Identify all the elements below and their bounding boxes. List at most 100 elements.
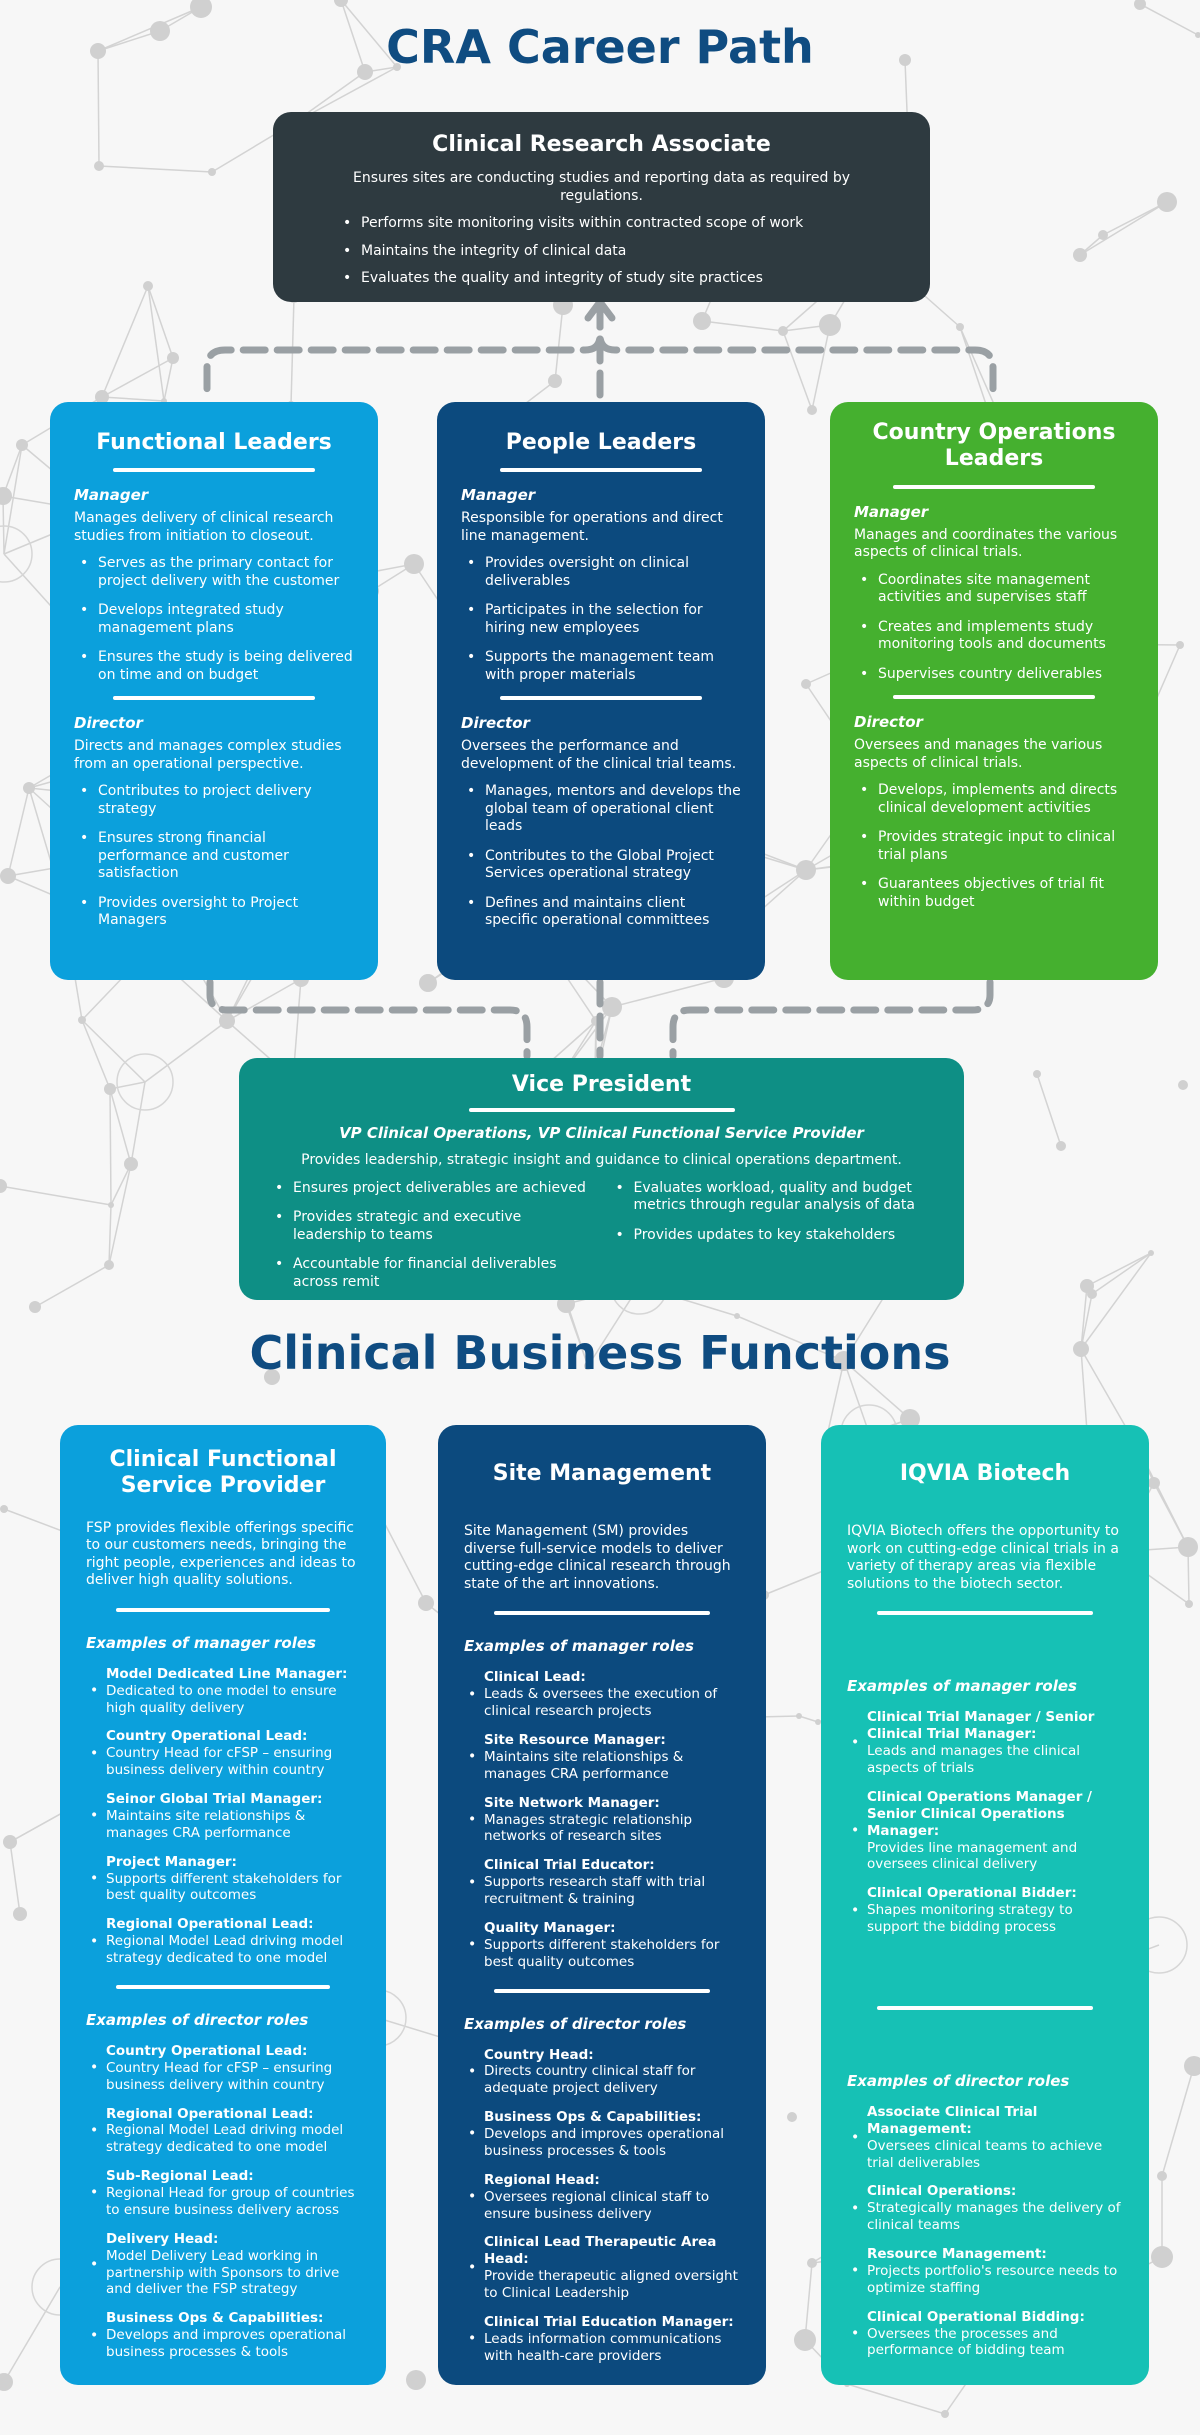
- role-title: Clinical Operations Manager / Senior Cli…: [867, 1788, 1092, 1839]
- role-desc: Leads and manages the clinical aspects o…: [867, 1743, 1081, 1777]
- role-title: Quality Manager:: [484, 1919, 616, 1936]
- list-item: Contributes to project delivery strategy: [80, 783, 354, 818]
- list-item: Develops integrated study management pla…: [80, 602, 354, 637]
- list-item: Defines and maintains client specific op…: [467, 895, 741, 930]
- director-bullet-list: Manages, mentors and develops the global…: [461, 783, 741, 930]
- manager-label: Manager: [74, 486, 149, 505]
- role-desc: Regional Model Lead driving model strate…: [106, 1933, 344, 1967]
- vice-president-card: Vice President VP Clinical Operations, V…: [239, 1058, 964, 1300]
- people-leaders-title: People Leaders: [505, 430, 697, 455]
- list-item: Provides updates to key stakeholders: [616, 1227, 935, 1245]
- manager-label: Manager: [461, 486, 536, 505]
- role-desc: Oversees the processes and performance o…: [867, 2325, 1065, 2359]
- list-item: Associate Clinical Trial Management:Over…: [867, 2104, 1123, 2172]
- list-item: Contributes to the Global Project Servic…: [467, 848, 741, 883]
- list-item: Clinical Operations Manager / Senior Cli…: [867, 1789, 1123, 1873]
- list-item: Seinor Global Trial Manager:Maintains si…: [106, 1791, 360, 1842]
- country-operations-leaders-card: Country Operations Leaders Manager Manag…: [830, 402, 1158, 980]
- divider: [494, 1611, 710, 1616]
- divider: [893, 695, 1095, 700]
- manager-description: Responsible for operations and direct li…: [461, 510, 723, 544]
- cfsp-card: Clinical Functional Service Provider FSP…: [60, 1425, 386, 2385]
- role-title: Country Head:: [484, 2046, 594, 2063]
- list-item: Delivery Head:Model Delivery Lead workin…: [106, 2231, 360, 2299]
- list-item: Country Head:Directs country clinical st…: [484, 2047, 740, 2098]
- role-desc: Model Delivery Lead working in partnersh…: [106, 2247, 340, 2298]
- role-desc: Manages strategic relationship networks …: [484, 1811, 693, 1845]
- vice-president-bullet-columns: Ensures project deliverables are achieve…: [269, 1180, 934, 1304]
- director-roles-label: Examples of director roles: [86, 2010, 309, 2029]
- list-item: Regional Head:Oversees regional clinical…: [484, 2172, 740, 2223]
- list-item: Provides strategic input to clinical tri…: [860, 829, 1134, 864]
- list-item: Quality Manager:Supports different stake…: [484, 1920, 740, 1971]
- manager-roles-list: Model Dedicated Line Manager:Dedicated t…: [86, 1666, 360, 1967]
- role-title: Regional Operational Lead:: [106, 1916, 314, 1933]
- people-leaders-card: People Leaders Manager Responsible for o…: [437, 402, 765, 980]
- role-title: Business Ops & Capabilities:: [106, 2310, 324, 2327]
- manager-label: Manager: [854, 502, 929, 521]
- manager-roles-label: Examples of manager roles: [86, 1633, 316, 1652]
- vice-president-title: Vice President: [511, 1072, 692, 1097]
- list-item: Clinical Trial Educator:Supports researc…: [484, 1857, 740, 1908]
- list-item: Ensures strong financial performance and…: [80, 830, 354, 883]
- cfsp-title: Clinical Functional Service Provider: [109, 1447, 337, 1499]
- connector-cra-to-country: [596, 301, 997, 404]
- list-item: Coordinates site management activities a…: [860, 572, 1134, 607]
- site-management-description: Site Management (SM) provides diverse fu…: [464, 1523, 731, 1592]
- role-desc: Strategically manages the delivery of cl…: [867, 2200, 1121, 2234]
- list-item: Sub-Regional Lead:Regional Head for grou…: [106, 2168, 360, 2219]
- manager-bullet-list: Serves as the primary contact for projec…: [74, 555, 354, 684]
- director-label: Director: [461, 714, 530, 733]
- role-title: Delivery Head:: [106, 2230, 219, 2247]
- iqvia-biotech-title: IQVIA Biotech: [899, 1461, 1071, 1486]
- cra-title: Clinical Research Associate: [432, 132, 771, 157]
- list-item: Clinical Lead:Leads & oversees the execu…: [484, 1669, 740, 1720]
- director-label: Director: [74, 714, 143, 733]
- role-title: Business Ops & Capabilities:: [484, 2109, 702, 2126]
- list-item: Clinical Trial Education Manager:Leads i…: [484, 2314, 740, 2365]
- role-desc: Regional Model Lead driving model strate…: [106, 2122, 344, 2156]
- list-item: Country Operational Lead:Country Head fo…: [106, 2043, 360, 2094]
- role-title: Clinical Operational Bidding:: [867, 2308, 1085, 2325]
- manager-roles-list: Clinical Lead:Leads & oversees the execu…: [464, 1669, 740, 1970]
- director-bullet-list: Contributes to project delivery strategy…: [74, 783, 354, 930]
- divider: [494, 1988, 710, 1993]
- list-item: Regional Operational Lead:Regional Model…: [106, 1916, 360, 1967]
- role-desc: Dedicated to one model to ensure high qu…: [106, 1682, 337, 1716]
- director-description: Oversees and manages the various aspects…: [854, 737, 1103, 771]
- list-item: Evaluates workload, quality and budget m…: [616, 1180, 935, 1215]
- manager-roles-label: Examples of manager roles: [847, 1677, 1077, 1696]
- cra-card: Clinical Research Associate Ensures site…: [273, 112, 930, 302]
- director-roles-label: Examples of director roles: [464, 2014, 687, 2033]
- list-item: Clinical Operational Bidder:Shapes monit…: [867, 1885, 1123, 1936]
- role-title: Associate Clinical Trial Management:: [867, 2103, 1038, 2137]
- role-title: Clinical Trial Manager / Senior Clinical…: [867, 1709, 1095, 1743]
- cra-bullet-list: Performs site monitoring visits within c…: [313, 215, 890, 288]
- role-desc: Oversees clinical teams to achieve trial…: [867, 2137, 1103, 2171]
- functional-leaders-title: Functional Leaders: [96, 430, 332, 455]
- role-title: Model Dedicated Line Manager:: [106, 1665, 348, 1682]
- connector-country-to-vp: [669, 978, 994, 1060]
- role-desc: Supports different stakeholders for best…: [106, 1870, 342, 1904]
- vice-president-description: Provides leadership, strategic insight a…: [301, 1152, 902, 1169]
- list-item: Participates in the selection for hiring…: [467, 602, 741, 637]
- role-desc: Shapes monitoring strategy to support th…: [867, 1902, 1073, 1936]
- director-label: Director: [854, 713, 923, 732]
- role-title: Site Resource Manager:: [484, 1732, 666, 1749]
- manager-description: Manages and coordinates the various aspe…: [854, 526, 1118, 561]
- role-desc: Provide therapeutic aligned oversight to…: [484, 2268, 738, 2302]
- list-item: Project Manager:Supports different stake…: [106, 1854, 360, 1905]
- section-title: Clinical Business Functions: [249, 1326, 951, 1380]
- director-roles-list: Associate Clinical Trial Management:Over…: [847, 2104, 1123, 2359]
- divider: [113, 696, 315, 701]
- vp-left-bullet-list: Ensures project deliverables are achieve…: [269, 1180, 594, 1304]
- role-title: Clinical Operational Bidder:: [867, 1885, 1077, 1902]
- role-desc: Maintains site relationships & manages C…: [106, 1807, 306, 1841]
- list-item: Ensures the study is being delivered on …: [80, 649, 354, 684]
- divider: [113, 468, 315, 473]
- divider: [893, 484, 1095, 489]
- list-item: Provides oversight on clinical deliverab…: [467, 555, 741, 590]
- list-item: Clinical Lead Therapeutic Area Head:Prov…: [484, 2234, 740, 2302]
- list-item: Creates and implements study monitoring …: [860, 619, 1134, 654]
- manager-roles-list: Clinical Trial Manager / Senior Clinical…: [847, 1709, 1123, 1936]
